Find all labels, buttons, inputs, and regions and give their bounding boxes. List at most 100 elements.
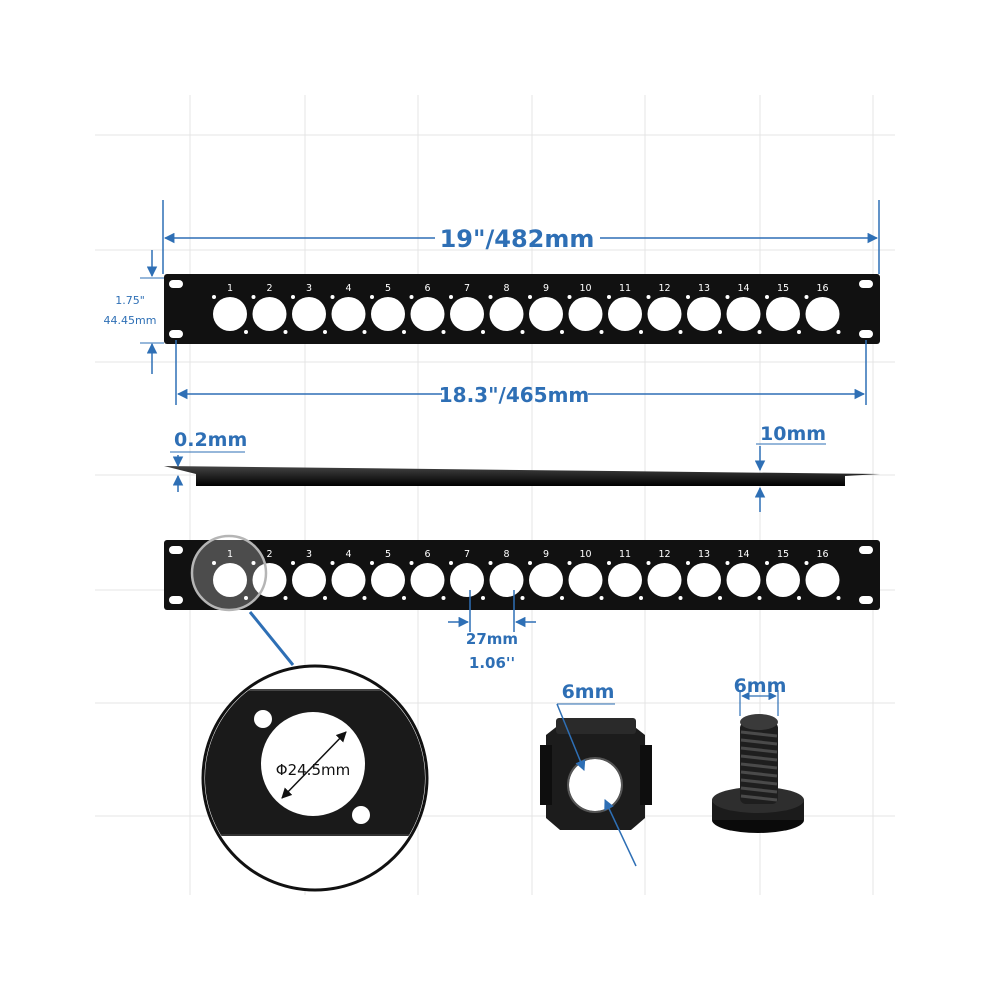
- port-hole: [371, 563, 405, 597]
- screw-hole: [607, 561, 611, 565]
- screw-hole: [528, 561, 532, 565]
- port-hole: [252, 297, 287, 331]
- mounting-slot: [169, 596, 183, 604]
- port-number-label: 14: [737, 283, 749, 294]
- height-inches-label: 1.75": [115, 294, 145, 307]
- port-hole: [687, 563, 721, 597]
- mounting-slot: [169, 546, 183, 554]
- screw-hole: [330, 561, 335, 565]
- port-number-label: 10: [579, 549, 591, 560]
- port-number-label: 2: [266, 549, 272, 560]
- screw-hole: [765, 561, 769, 565]
- screw-hole: [283, 330, 288, 334]
- port-hole: [608, 563, 642, 597]
- screw-threads: [740, 730, 778, 802]
- screw-hole: [797, 596, 801, 600]
- mounting-slot: [859, 280, 873, 288]
- port-number-label: 1: [227, 283, 233, 294]
- port-number-label: 9: [543, 549, 549, 560]
- port-number-label: 2: [266, 283, 272, 294]
- screw-hole: [686, 561, 690, 565]
- screw-hole: [323, 330, 327, 334]
- screw-size-label: 6mm: [734, 675, 787, 697]
- cage-nut: 6mm: [540, 681, 652, 867]
- screw-hole: [686, 295, 690, 299]
- port-number-label: 8: [503, 549, 509, 560]
- screw-hole: [488, 561, 493, 565]
- screw-hole: [441, 330, 446, 334]
- port-hole: [529, 563, 563, 597]
- screw-hole: [402, 596, 406, 600]
- port-number-label: 4: [345, 549, 351, 560]
- screw-hole: [449, 561, 453, 565]
- port-number-label: 6: [424, 283, 430, 294]
- screw-hole: [291, 295, 295, 299]
- port-hole: [805, 563, 840, 597]
- screw-hole: [251, 561, 256, 565]
- hole-diameter-label: Φ24.5mm: [276, 761, 350, 779]
- port-number-label: 4: [345, 283, 351, 294]
- port-hole: [766, 563, 800, 597]
- screw-hole: [725, 561, 730, 565]
- screw-hole: [291, 561, 295, 565]
- screw-hole: [646, 295, 651, 299]
- mounting-screw: 6mm: [712, 675, 804, 833]
- port-hole: [331, 563, 366, 597]
- port-number-label: 1: [227, 549, 233, 560]
- screw-hole: [244, 596, 248, 600]
- screw-hole: [678, 330, 683, 334]
- port-number-label: 11: [619, 283, 631, 294]
- panel-side-profile: 0.2mm 10mm: [164, 423, 880, 512]
- port-hole: [726, 563, 761, 597]
- port-hole: [331, 297, 366, 331]
- port-hole: [213, 297, 247, 331]
- port-number-label: 9: [543, 283, 549, 294]
- port-hole: [489, 563, 524, 597]
- port-hole: [489, 297, 524, 331]
- screw-hole: [639, 596, 643, 600]
- screw-hole: [520, 330, 525, 334]
- screw-hole: [725, 295, 730, 299]
- height-dimension: 1.75" 44.45mm: [104, 250, 164, 374]
- port-hole: [687, 297, 721, 331]
- port-hole: [805, 297, 840, 331]
- screw-hole: [251, 295, 256, 299]
- screw-hole: [607, 295, 611, 299]
- port-hole: [450, 563, 484, 597]
- port-number-label: 3: [306, 283, 312, 294]
- screw-hole: [212, 295, 216, 299]
- screw-hole: [409, 561, 414, 565]
- screw-hole: [283, 596, 288, 600]
- thread-line: [740, 794, 778, 802]
- port-number-label: 7: [464, 549, 470, 560]
- port-hole: [647, 563, 682, 597]
- screw-hole: [362, 596, 367, 600]
- screw-hole: [560, 330, 564, 334]
- screw-hole: [567, 561, 572, 565]
- thread-line: [740, 762, 778, 770]
- height-mm-label: 44.45mm: [104, 314, 157, 327]
- port-number-label: 10: [579, 283, 591, 294]
- screw-hole: [836, 596, 841, 600]
- port-number-label: 8: [503, 283, 509, 294]
- port-spacing-mm-label: 27mm: [466, 630, 518, 648]
- thread-line: [740, 754, 778, 762]
- screw-hole: [757, 330, 762, 334]
- mounting-slot: [169, 280, 183, 288]
- screw-hole: [409, 295, 414, 299]
- screw-hole: [449, 295, 453, 299]
- port-number-label: 12: [658, 283, 670, 294]
- port-hole: [608, 297, 642, 331]
- thread-line: [740, 738, 778, 746]
- port-hole: [410, 297, 445, 331]
- screw-hole: [567, 295, 572, 299]
- port-number-label: 11: [619, 549, 631, 560]
- screw-hole: [330, 295, 335, 299]
- screw-hole: [212, 561, 216, 565]
- overall-width-label: 19"/482mm: [440, 225, 595, 253]
- port-hole: [529, 297, 563, 331]
